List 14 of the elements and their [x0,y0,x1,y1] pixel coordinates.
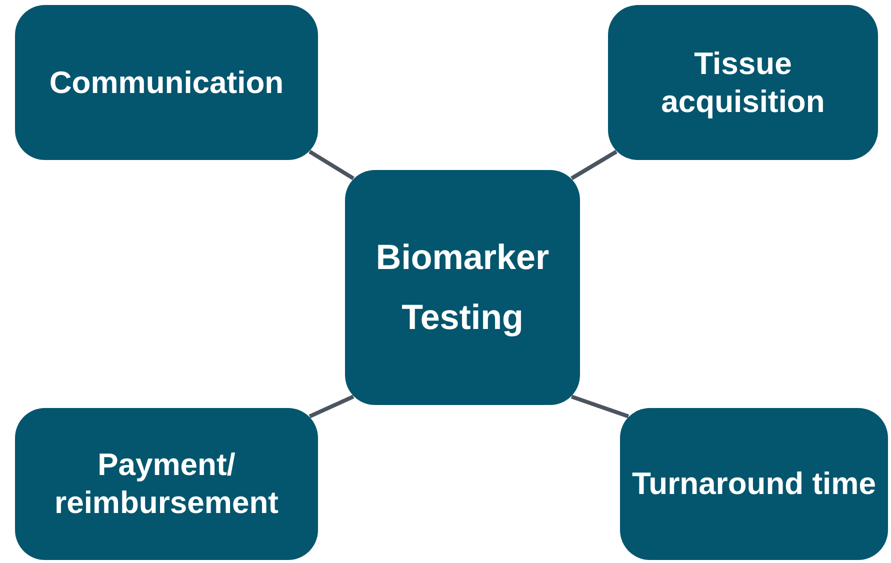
topic-label: Turnaround time [632,465,876,503]
topic-box [620,408,888,560]
topic-box [608,5,878,160]
connector-line [308,150,354,180]
topic-box [15,408,318,560]
connector-line [308,394,354,418]
topic-label: Tissue acquisition [660,44,826,120]
topic-label: Payment/ reimbursement [54,446,280,522]
connector-line [570,394,630,418]
central-topic-box [345,170,580,405]
topic-label: Communication [49,64,284,102]
topic-box [15,5,318,160]
topic-label: Biomarker Testing [374,236,550,338]
connector-line [570,150,618,180]
